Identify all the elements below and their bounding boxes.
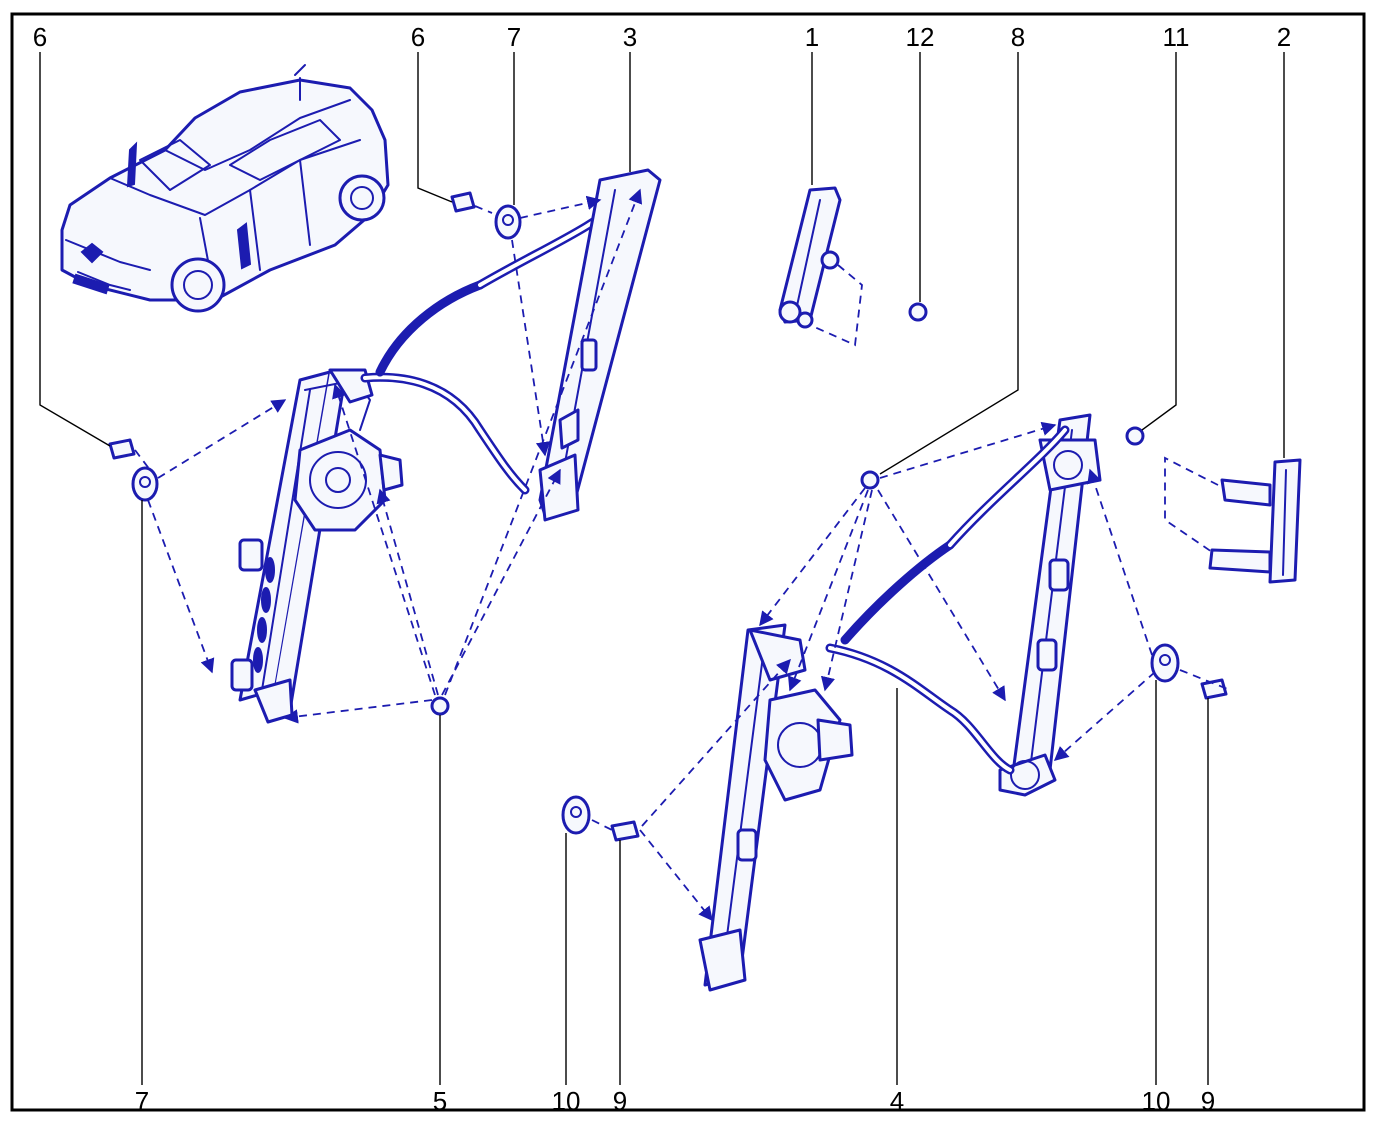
callout-2: 2 <box>1277 22 1291 52</box>
part-2-bracket <box>1164 456 1302 584</box>
part-1-bracket <box>778 186 863 347</box>
callout-10-left: 10 <box>552 1086 581 1116</box>
front-regulator-rail-part-3 <box>538 168 662 522</box>
callout-labels: 6 6 7 3 1 12 8 11 2 7 5 10 9 4 10 9 <box>33 22 1291 1116</box>
callout-10-right: 10 <box>1142 1086 1171 1116</box>
callout-12: 12 <box>906 22 935 52</box>
leader-lines <box>39 52 1285 1085</box>
callout-6-top-left: 6 <box>33 22 47 52</box>
assembly-arrows <box>134 188 1231 922</box>
fasteners <box>108 191 1228 842</box>
car-illustration <box>60 64 390 313</box>
callout-3: 3 <box>623 22 637 52</box>
callout-7-top: 7 <box>507 22 521 52</box>
callout-1: 1 <box>805 22 819 52</box>
callout-9-right: 9 <box>1201 1086 1215 1116</box>
callout-4: 4 <box>890 1086 904 1116</box>
callout-9-left: 9 <box>613 1086 627 1116</box>
callout-5: 5 <box>433 1086 447 1116</box>
callout-6-top: 6 <box>411 22 425 52</box>
front-window-regulator <box>230 190 635 724</box>
rear-window-regulator <box>698 413 1102 992</box>
callout-8: 8 <box>1011 22 1025 52</box>
callout-7-bottom: 7 <box>135 1086 149 1116</box>
diagram-frame <box>10 12 1366 1112</box>
callout-11: 11 <box>1163 22 1190 52</box>
